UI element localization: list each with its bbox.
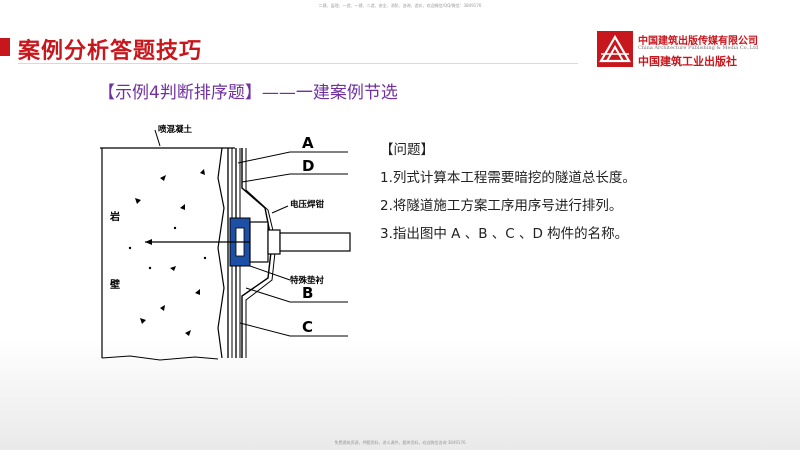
question-item: 1.列式计算本工程需要暗挖的隧道总长度。 [380,170,636,186]
leader-lines [154,129,348,337]
welder-neck [267,229,281,255]
question-item: 3.指出图中 A 、B 、C 、D 构件的名称。 [380,226,629,242]
welder-head [249,221,269,263]
label-rock-2: 壁 [110,278,120,291]
label-d: D [302,157,314,175]
question-list: 【问题】 1.列式计算本工程需要暗挖的隧道总长度。 2.将隧道施工方案工序用序号… [380,136,790,248]
bottom-watermark-text: 免费建筑资源，押题资料，讲义课件，题库资料，欢迎微信咨询 3849176 [334,440,466,445]
label-b: B [302,284,313,302]
tunnel-structure-diagram: 喷混凝土 A D 电压焊钳 特殊垫衬 B C 岩 壁 [100,124,351,361]
label-special-gasket: 特殊垫衬 [290,275,325,286]
publisher-name-cn: 中国建筑出版传媒有限公司 [638,36,758,47]
welder-handle [279,232,351,252]
label-c: C [302,318,313,336]
publisher-name-en: China Architecture Publishing & Media Co… [638,45,759,51]
shotcrete-boundary [217,147,225,359]
label-a: A [302,134,314,152]
title-accent-bar [0,38,10,56]
rock-bottom-edge [101,355,219,361]
top-watermark-text: 二建、监理、一造、一建、二造、安全、消防、咨询、造价，欢迎微信/QQ/微信：38… [318,3,482,8]
label-welder: 电压焊钳 [290,199,325,210]
title-divider [18,63,578,64]
question-item: 2.将隧道施工方案工序用序号进行排列。 [380,198,623,214]
publisher-logo: 中国建筑出版传媒有限公司 China Architecture Publishi… [596,30,796,72]
question-heading: 【问题】 [380,142,434,158]
label-shotcrete: 喷混凝土 [158,124,193,135]
slide-title: 案例分析答题技巧 [18,39,203,64]
example-subtitle: 【示例4判断排序题】——一建案例节选 [98,83,398,103]
label-rock-1: 岩 [109,210,120,223]
publisher-emblem-icon [597,31,633,67]
anchor-tip [145,239,152,245]
publisher-calligraphy: 中国建筑工业出版社 [638,55,737,68]
rock-texture [128,169,207,336]
